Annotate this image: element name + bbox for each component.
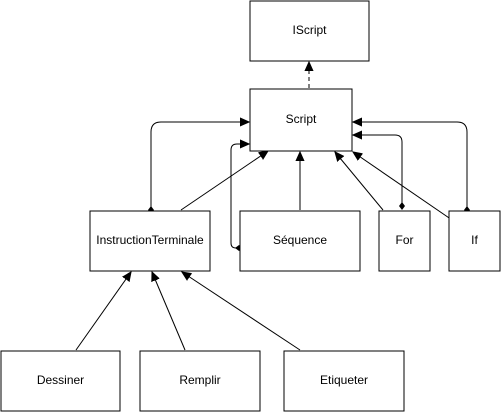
node-if: If bbox=[448, 210, 501, 272]
edge-for-script bbox=[335, 152, 384, 211]
edge-dessiner-instruction bbox=[75, 272, 131, 351]
node-remplir-label: Remplir bbox=[179, 373, 220, 387]
edge-instruction-script bbox=[180, 151, 268, 211]
node-iscript-label: IScript bbox=[292, 23, 327, 37]
node-if-label: If bbox=[471, 233, 478, 247]
node-for: For bbox=[378, 210, 431, 272]
node-etiqueter-label: Etiqueter bbox=[320, 373, 368, 387]
node-sequence-label: Séquence bbox=[273, 233, 327, 247]
node-script: Script bbox=[249, 88, 353, 152]
edge-assoc-instruction-script bbox=[151, 122, 249, 210]
node-remplir: Remplir bbox=[139, 350, 261, 412]
node-sequence: Séquence bbox=[239, 210, 361, 272]
edges bbox=[75, 62, 467, 351]
edge-assoc-sequence-script bbox=[230, 144, 249, 248]
node-dessiner: Dessiner bbox=[0, 350, 121, 412]
node-etiqueter: Etiqueter bbox=[283, 350, 405, 412]
node-iscript: IScript bbox=[249, 0, 370, 62]
node-instruction-terminale-label: InstructionTerminale bbox=[96, 233, 204, 247]
edge-assoc-for-script bbox=[353, 135, 402, 206]
node-for-label: For bbox=[396, 233, 414, 247]
edge-etiqueter-instruction bbox=[182, 272, 301, 351]
node-instruction-terminale: InstructionTerminale bbox=[89, 210, 211, 272]
node-dessiner-label: Dessiner bbox=[37, 373, 84, 387]
node-script-label: Script bbox=[286, 112, 317, 126]
edge-assoc-if-script bbox=[353, 122, 467, 210]
edge-remplir-instruction bbox=[152, 272, 186, 351]
